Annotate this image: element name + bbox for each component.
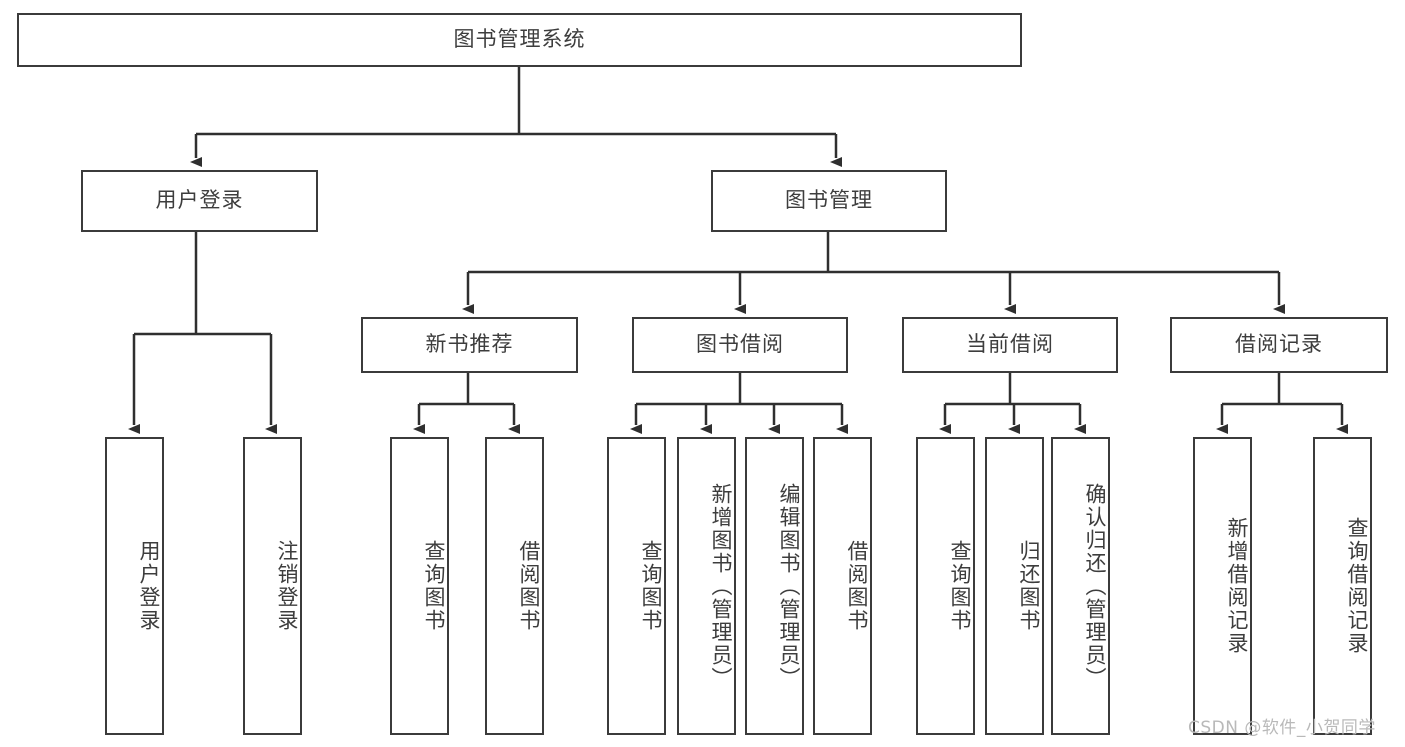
node-new-book-recommend-label: 新书推荐 (425, 332, 514, 357)
node-book-management[interactable]: 图书管理 (711, 170, 947, 232)
node-user-login[interactable]: 用户登录 (81, 170, 318, 232)
leaf-confirm-return-label: 确认归还（管理员） (1083, 482, 1107, 690)
leaf-query-book-1-label: 查询图书 (422, 540, 446, 632)
leaf-query-book-2[interactable]: 查询图书 (607, 437, 666, 735)
leaf-add-record-label: 新增借阅记录 (1225, 517, 1249, 655)
leaf-user-login-label: 用户登录 (137, 540, 161, 632)
node-current-borrow-label: 当前借阅 (966, 332, 1054, 357)
leaf-logout-login-label: 注销登录 (275, 540, 299, 632)
leaf-user-login[interactable]: 用户登录 (105, 437, 164, 735)
node-root-label: 图书管理系统 (453, 27, 586, 52)
leaf-edit-book[interactable]: 编辑图书（管理员） (745, 437, 804, 735)
leaf-add-book[interactable]: 新增图书（管理员） (677, 437, 736, 735)
leaf-borrow-book-1-label: 借阅图书 (517, 540, 541, 632)
leaf-query-book-2-label: 查询图书 (639, 540, 663, 632)
leaf-borrow-book-2-label: 借阅图书 (845, 540, 869, 632)
leaf-return-book-label: 归还图书 (1017, 540, 1041, 632)
node-root[interactable]: 图书管理系统 (17, 13, 1022, 67)
leaf-query-book-3[interactable]: 查询图书 (916, 437, 975, 735)
leaf-borrow-book-2[interactable]: 借阅图书 (813, 437, 872, 735)
leaf-query-record[interactable]: 查询借阅记录 (1313, 437, 1372, 735)
node-borrow-record-label: 借阅记录 (1235, 332, 1323, 357)
node-book-borrow-label: 图书借阅 (696, 332, 784, 357)
leaf-query-book-1[interactable]: 查询图书 (390, 437, 449, 735)
node-book-borrow[interactable]: 图书借阅 (632, 317, 848, 373)
node-book-management-label: 图书管理 (785, 188, 873, 213)
node-current-borrow[interactable]: 当前借阅 (902, 317, 1118, 373)
leaf-borrow-book-1[interactable]: 借阅图书 (485, 437, 544, 735)
leaf-add-book-label: 新增图书（管理员） (709, 482, 733, 690)
leaf-return-book[interactable]: 归还图书 (985, 437, 1044, 735)
leaf-query-book-3-label: 查询图书 (948, 540, 972, 632)
leaf-edit-book-label: 编辑图书（管理员） (777, 482, 801, 690)
node-new-book-recommend[interactable]: 新书推荐 (361, 317, 578, 373)
leaf-confirm-return[interactable]: 确认归还（管理员） (1051, 437, 1110, 735)
node-user-login-label: 用户登录 (155, 188, 244, 213)
leaf-add-record[interactable]: 新增借阅记录 (1193, 437, 1252, 735)
node-borrow-record[interactable]: 借阅记录 (1170, 317, 1388, 373)
leaf-logout-login[interactable]: 注销登录 (243, 437, 302, 735)
leaf-query-record-label: 查询借阅记录 (1345, 517, 1369, 655)
